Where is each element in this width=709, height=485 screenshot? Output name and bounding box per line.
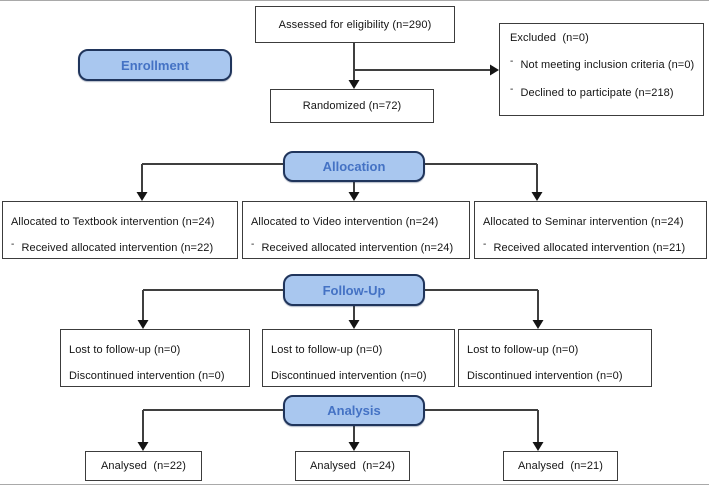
allocation-line1: Allocated to Video intervention (n=24) bbox=[251, 216, 439, 228]
arrow-into-an-right bbox=[532, 442, 544, 451]
arrow-into-alloc-left bbox=[136, 192, 148, 201]
stage-band-enrollment: Enrollment bbox=[78, 49, 232, 81]
followup-line2: Discontinued intervention (n=0) bbox=[69, 370, 225, 382]
analysis-box-seminar: Analysed (n=21) bbox=[503, 451, 618, 481]
allocation-line2-row: -Received allocated intervention (n=24) bbox=[251, 235, 463, 262]
allocation-line2: Received allocated intervention (n=21) bbox=[493, 242, 686, 254]
analysis-box-video: Analysed (n=24) bbox=[295, 451, 410, 481]
stage-band-followup: Follow-Up bbox=[283, 274, 425, 306]
allocation-box-textbook: Allocated to Textbook intervention (n=24… bbox=[2, 201, 238, 259]
followup-line1: Lost to follow-up (n=0) bbox=[271, 344, 383, 356]
followup-line1: Lost to follow-up (n=0) bbox=[467, 344, 579, 356]
bullet-dash: - bbox=[11, 239, 15, 250]
bullet-dash: - bbox=[510, 84, 514, 95]
followup-box-textbook: Lost to follow-up (n=0) Discontinued int… bbox=[60, 329, 250, 387]
allocation-label: Allocation bbox=[322, 159, 386, 174]
allocation-line1: Allocated to Textbook intervention (n=24… bbox=[11, 216, 215, 228]
excluded-box: Excluded (n=0) -Not meeting inclusion cr… bbox=[499, 23, 704, 116]
arrow-into-fu-right bbox=[532, 320, 544, 329]
assessed-label: Assessed for eligibility (n=290) bbox=[278, 18, 432, 31]
arrow-into-alloc-right bbox=[531, 192, 543, 201]
arrow-into-fu-left bbox=[137, 320, 149, 329]
enrollment-label: Enrollment bbox=[121, 57, 189, 73]
arrow-into-an-center bbox=[348, 442, 360, 451]
excluded-item: -Not meeting inclusion criteria (n=0) bbox=[510, 56, 703, 73]
analysis-label: Analysis bbox=[327, 403, 381, 418]
arrow-into-an-left bbox=[137, 442, 149, 451]
allocation-line2: Received allocated intervention (n=24) bbox=[261, 242, 454, 254]
analysed-label: Analysed (n=24) bbox=[309, 460, 396, 472]
analysis-box-textbook: Analysed (n=22) bbox=[85, 451, 202, 481]
arrow-into-randomized bbox=[348, 80, 360, 89]
excluded-item-label: Not meeting inclusion criteria (n=0) bbox=[520, 59, 695, 71]
followup-line2: Discontinued intervention (n=0) bbox=[467, 370, 623, 382]
allocation-line2-row: -Received allocated intervention (n=21) bbox=[483, 235, 700, 262]
analysed-label: Analysed (n=21) bbox=[517, 460, 604, 472]
stage-band-analysis: Analysis bbox=[283, 395, 425, 426]
allocation-line1: Allocated to Seminar intervention (n=24) bbox=[483, 216, 684, 228]
followup-box-video: Lost to follow-up (n=0) Discontinued int… bbox=[262, 329, 455, 387]
stage-band-allocation: Allocation bbox=[283, 151, 425, 182]
excluded-item: -Declined to participate (n=218) bbox=[510, 84, 703, 101]
analysed-label: Analysed (n=22) bbox=[100, 460, 187, 472]
followup-line2: Discontinued intervention (n=0) bbox=[271, 370, 427, 382]
followup-line1: Lost to follow-up (n=0) bbox=[69, 344, 181, 356]
excluded-title: Excluded (n=0) bbox=[510, 32, 589, 44]
arrow-into-alloc-center bbox=[348, 192, 360, 201]
allocation-box-video: Allocated to Video intervention (n=24) -… bbox=[242, 201, 470, 259]
excluded-item-label: Declined to participate (n=218) bbox=[520, 87, 674, 99]
allocation-line2: Received allocated intervention (n=22) bbox=[21, 242, 214, 254]
randomized-box: Randomized (n=72) bbox=[270, 89, 434, 123]
bullet-dash: - bbox=[510, 56, 514, 67]
followup-box-seminar: Lost to follow-up (n=0) Discontinued int… bbox=[458, 329, 652, 387]
randomized-label: Randomized (n=72) bbox=[302, 100, 402, 112]
bullet-dash: - bbox=[483, 239, 487, 250]
arrow-into-excluded bbox=[490, 64, 499, 76]
bullet-dash: - bbox=[251, 239, 255, 250]
allocation-line2-row: -Received allocated intervention (n=22) bbox=[11, 235, 231, 262]
followup-label: Follow-Up bbox=[322, 282, 386, 298]
allocation-box-seminar: Allocated to Seminar intervention (n=24)… bbox=[474, 201, 707, 259]
arrow-into-fu-center bbox=[348, 320, 360, 329]
assessed-box: Assessed for eligibility (n=290) bbox=[255, 6, 455, 43]
